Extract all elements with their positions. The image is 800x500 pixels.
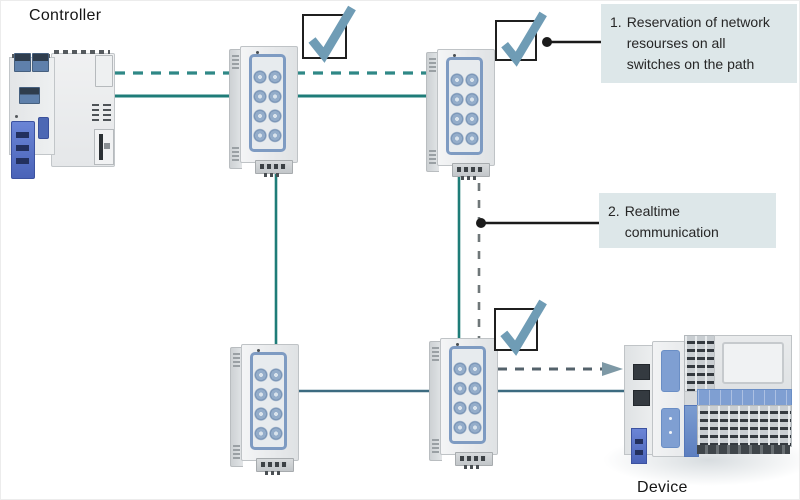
ethernet-port-icon [633, 390, 650, 406]
front-door [95, 55, 113, 87]
arrow-right-icon [602, 362, 623, 376]
vent-grille [233, 445, 240, 459]
status-led [456, 343, 459, 346]
switch-side [429, 341, 442, 461]
vent-grille [432, 439, 439, 453]
switch-bottom-right [429, 338, 498, 469]
device-display-module [714, 335, 792, 391]
annotation-line: switches on the path [626, 56, 755, 72]
switch-top-left [229, 46, 298, 177]
annotation-number: 2. [608, 203, 620, 219]
switch-side [426, 52, 439, 172]
annotation-line: Reservation of network [626, 14, 770, 30]
power-connector [11, 121, 35, 179]
status-led [15, 115, 18, 118]
device-bus-coupler [624, 345, 654, 464]
vent-grille [233, 353, 240, 367]
device-cpu-module [652, 341, 686, 457]
vent-grille [232, 55, 239, 69]
ethernet-ports [453, 360, 483, 438]
switch-side [229, 49, 242, 169]
ethernet-port-icon [14, 53, 31, 72]
switch-body [437, 49, 495, 180]
annotation-text: Realtime communication [625, 201, 719, 241]
terminal-bank [697, 405, 792, 447]
switch-side [230, 347, 243, 467]
device-image [622, 331, 792, 464]
annotation-line: Realtime [624, 203, 680, 219]
switch-front-panel [250, 352, 287, 450]
sd-card-slot [94, 129, 114, 165]
reservation-checkbox-switch2 [495, 11, 547, 67]
terminal-block [684, 335, 716, 393]
check-stroke [308, 5, 356, 63]
terminal-connector [452, 163, 490, 180]
terminal-feet [697, 445, 790, 454]
annotation-realtime: 2. Realtime communication [599, 193, 776, 248]
terminal-connector [455, 452, 493, 469]
callout-dot-2 [476, 218, 486, 228]
bus-connector [38, 117, 49, 139]
annotation-number: 1. [610, 14, 622, 30]
blue-panel [661, 350, 680, 392]
check-icon [308, 5, 356, 63]
switch-top-right [426, 49, 495, 180]
ethernet-port-icon [19, 87, 40, 104]
terminal-connector [256, 458, 294, 475]
switch-bottom-left [230, 344, 299, 475]
switch-front-panel [249, 54, 286, 152]
ethernet-port-icon [32, 53, 49, 72]
vent-grille [232, 147, 239, 161]
switch-front-panel [449, 346, 486, 444]
annotation-line: resourses on all [626, 35, 726, 51]
switch-front-panel [446, 57, 483, 155]
ethernet-ports [450, 71, 480, 149]
status-led [257, 349, 260, 352]
vent-grille [432, 347, 439, 361]
controller-image [7, 45, 119, 181]
controller-label: Controller [29, 7, 102, 24]
annotation-reservation: 1. Reservation of network resourses on a… [601, 4, 797, 83]
status-led [256, 51, 259, 54]
ethernet-ports [253, 68, 283, 146]
check-stroke [501, 11, 547, 67]
switch-body [241, 344, 299, 475]
annotation-line: communication [624, 224, 719, 240]
vent-grille [429, 150, 436, 164]
reservation-checkbox-switch1 [302, 5, 356, 63]
switch-body [440, 338, 498, 469]
ethernet-port-icon [633, 364, 650, 380]
check-stroke [500, 299, 547, 356]
check-icon [500, 299, 547, 356]
pin-rows [92, 103, 111, 121]
display-panel [722, 342, 784, 384]
ethernet-ports [254, 366, 284, 444]
annotation-text: Reservation of network resourses on all … [627, 12, 770, 76]
terminal-connector [255, 160, 293, 177]
check-icon [501, 11, 547, 67]
reservation-checkbox-switch4 [494, 299, 547, 356]
power-connector [631, 428, 647, 464]
callout-dot-1 [542, 37, 552, 47]
vent-grille [429, 58, 436, 72]
blue-panel [661, 408, 680, 448]
device-label: Device [637, 479, 688, 496]
switch-body [240, 46, 298, 177]
status-led [453, 54, 456, 57]
